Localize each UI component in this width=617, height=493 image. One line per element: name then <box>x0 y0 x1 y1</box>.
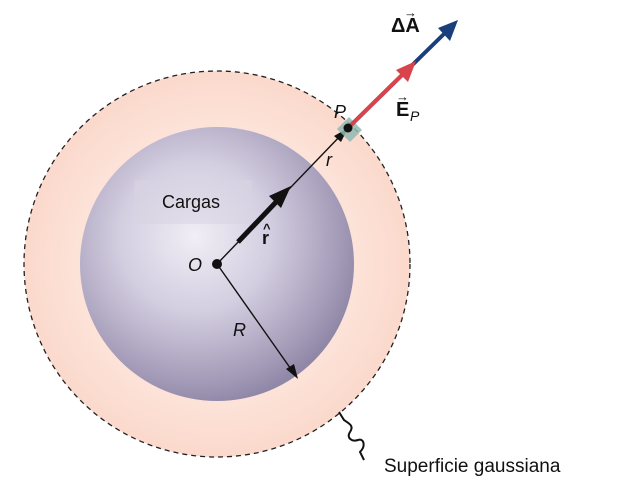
radius-line-big-r <box>216 263 294 373</box>
point-p <box>343 123 353 133</box>
gaussian-label: Superficie gaussiana <box>384 456 561 477</box>
unit-vector-arrowhead <box>269 186 291 208</box>
e-field-arrowhead <box>396 61 416 82</box>
r-hat-mark: ^ <box>263 221 271 236</box>
origin-label: O <box>188 255 202 275</box>
unit-vector-r-hat <box>236 198 280 244</box>
point-p-label: P <box>334 102 346 122</box>
origin-point <box>212 259 222 269</box>
cargas-box <box>134 180 252 224</box>
big-r-label: R <box>233 320 246 340</box>
delta-a-label: ΔA <box>391 15 420 37</box>
gaussian-pointer <box>338 411 365 461</box>
e-p-vec-mark: → <box>396 89 409 104</box>
delta-a-vec-mark: → <box>404 5 417 20</box>
e-p-subscript: P <box>410 108 420 124</box>
small-r-label: r <box>326 150 333 170</box>
delta-a-arrowhead <box>438 20 458 41</box>
e-field-vector <box>346 70 407 130</box>
radius-arrowhead-big-r <box>286 364 298 379</box>
e-p-label: E <box>396 99 409 121</box>
r-hat-label: r <box>262 228 269 248</box>
cargas-label: Cargas <box>162 192 220 212</box>
